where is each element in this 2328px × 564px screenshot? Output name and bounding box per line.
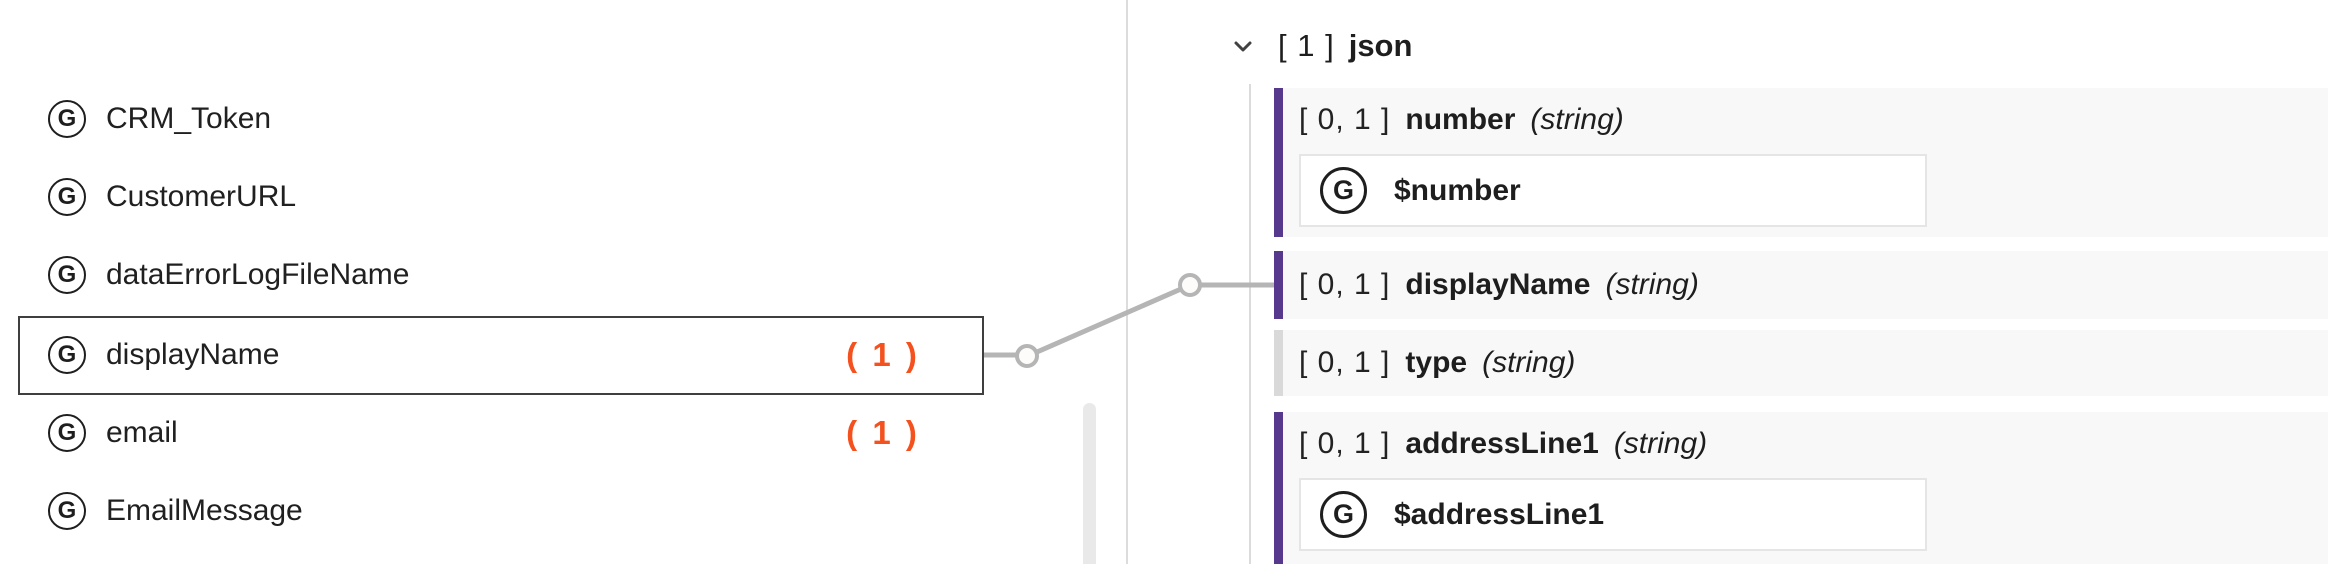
mapping-expression-field[interactable]: G $number <box>1299 154 1927 227</box>
node-type: (string) <box>1613 427 1708 460</box>
global-variable-icon: G <box>48 414 86 452</box>
source-variable-email[interactable]: G email ( 1 ) <box>0 394 1060 472</box>
mapped-accent-bar <box>1274 88 1283 237</box>
target-node-number[interactable]: [ 0, 1 ] number (string) G $number <box>1274 88 2328 237</box>
mapping-expression-field[interactable]: G $addressLine1 <box>1299 478 1927 551</box>
node-type: (string) <box>1482 346 1576 379</box>
target-node-type[interactable]: [ 0, 1 ] type (string) <box>1274 330 2328 396</box>
global-variable-icon: G <box>1320 491 1367 538</box>
target-root-node[interactable]: [ 1 ] json <box>1228 24 1412 68</box>
global-variable-icon: G <box>1320 167 1367 214</box>
node-cardinality: [ 0, 1 ] <box>1299 103 1391 136</box>
global-variable-icon: G <box>48 492 86 530</box>
node-type: (string) <box>1530 103 1624 136</box>
variable-label: displayName <box>106 338 280 371</box>
target-node-addressline1[interactable]: [ 0, 1 ] addressLine1 (string) G $addres… <box>1274 412 2328 564</box>
mapping-count-badge: ( 1 ) <box>846 414 920 451</box>
global-variable-icon: G <box>48 100 86 138</box>
variable-label: EmailMessage <box>106 494 303 527</box>
variable-label: CustomerURL <box>106 180 297 213</box>
tree-guide-line <box>1249 84 1251 564</box>
node-type: (string) <box>1605 268 1699 301</box>
node-cardinality: [ 0, 1 ] <box>1299 346 1391 379</box>
node-cardinality: [ 0, 1 ] <box>1299 427 1391 460</box>
mapping-expression: $addressLine1 <box>1394 497 1605 531</box>
node-name: type <box>1405 346 1468 379</box>
connection-target-handle[interactable] <box>1178 273 1202 297</box>
unmapped-accent-bar <box>1274 330 1283 396</box>
source-variable-crm-token[interactable]: G CRM_Token <box>0 80 1060 158</box>
source-variable-customerurl[interactable]: G CustomerURL <box>0 158 1060 236</box>
source-variable-dataerrorlogfilename[interactable]: G dataErrorLogFileName <box>0 236 1060 314</box>
panel-divider <box>1126 0 1128 564</box>
root-cardinality: [ 1 ] <box>1278 28 1335 63</box>
selected-variable-outline <box>18 316 984 395</box>
variable-label: dataErrorLogFileName <box>106 258 410 291</box>
global-variable-icon: G <box>48 256 86 294</box>
source-variable-displayname[interactable]: G displayName ( 1 ) <box>0 316 1060 394</box>
mapped-accent-bar <box>1274 251 1283 319</box>
node-name: displayName <box>1405 268 1591 301</box>
chevron-down-icon[interactable] <box>1228 31 1258 61</box>
source-panel-scrollbar[interactable] <box>1083 403 1096 564</box>
variable-label: email <box>106 416 178 449</box>
node-name: addressLine1 <box>1405 427 1599 460</box>
node-cardinality: [ 0, 1 ] <box>1299 268 1391 301</box>
global-variable-icon: G <box>48 178 86 216</box>
mapping-expression: $number <box>1394 173 1521 207</box>
source-variable-emailmessage[interactable]: G EmailMessage <box>0 472 1060 550</box>
global-variable-icon: G <box>48 336 86 374</box>
target-node-displayname[interactable]: [ 0, 1 ] displayName (string) <box>1274 251 2328 319</box>
variable-label: CRM_Token <box>106 102 272 135</box>
mapping-count-badge: ( 1 ) <box>846 336 920 373</box>
node-name: number <box>1405 103 1516 136</box>
mapped-accent-bar <box>1274 412 1283 564</box>
root-name: json <box>1348 28 1413 63</box>
